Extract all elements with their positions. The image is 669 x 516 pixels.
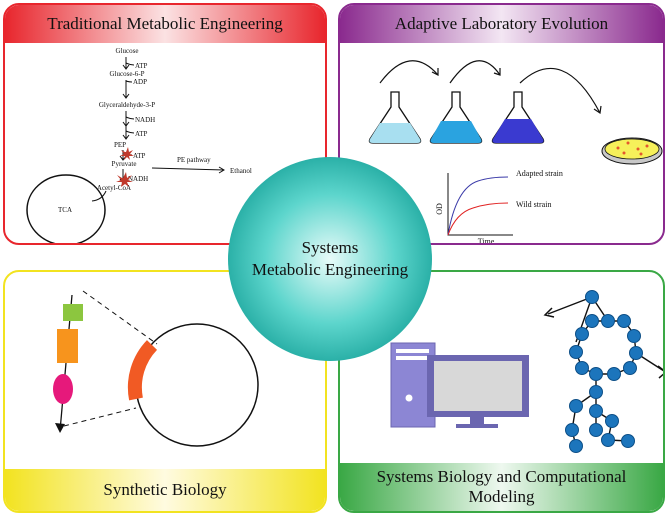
cofactor-adp: ADP	[133, 78, 147, 86]
arrow-head-icon	[493, 68, 501, 76]
cofactor-nadh: NADH	[128, 175, 148, 183]
monitor-stand	[456, 424, 498, 428]
metabolite-glucose-6-p: Glucose-6-P	[110, 70, 145, 78]
arrow-head-icon	[543, 307, 555, 318]
systems-metabolic-engineering-circle: Systems Metabolic Engineering	[228, 157, 432, 361]
cofactor-nadh: NADH	[135, 116, 155, 124]
pe-pathway-label: PE pathway	[177, 156, 211, 164]
metabolite-glyceraldehyde-3-p: Glyceraldehyde-3-P	[99, 101, 155, 109]
arrow-down-icon	[122, 64, 130, 70]
flask-liquid	[369, 123, 421, 143]
transfer-arrow	[449, 60, 501, 84]
cofactor-arrow-icon	[125, 130, 135, 134]
center-title-line1: Systems	[301, 238, 359, 257]
plasmid-circle	[135, 323, 259, 447]
center-title-line2: Metabolic Engineering	[251, 260, 409, 279]
arrow-down-icon	[55, 423, 65, 433]
flask-liquid	[492, 119, 544, 143]
panel-title: Adaptive Laboratory Evolution	[340, 5, 663, 43]
dashed-connector	[63, 407, 137, 427]
computer-icon	[390, 342, 529, 428]
network-nodes	[565, 290, 643, 453]
ale-diagram: OD Time Adapted strain Wild strain	[368, 60, 663, 245]
panel-traditional-metabolic-engineering: Traditional Metabolic Engineering Glucos…	[3, 3, 327, 245]
petri-dish-agar	[604, 138, 660, 160]
legend-adapted-strain: Adapted strain	[516, 169, 563, 178]
panel-systems-biology: Systems Biology and Computational Modeli…	[338, 270, 665, 513]
tca-cycle-circle	[26, 174, 106, 243]
arrow-head-icon	[593, 105, 602, 115]
metabolite-pyruvate: Pyruvate	[112, 160, 137, 168]
systems-biology-diagram	[390, 290, 663, 453]
pe-pathway-arrow	[151, 167, 225, 171]
cofactor-arrow-icon	[125, 62, 135, 66]
arrow-to-tca	[91, 190, 107, 202]
arrow-head-icon	[657, 365, 663, 379]
adapted-strain-curve	[447, 176, 509, 236]
knockout-star-icon	[120, 147, 134, 160]
gene-part-orange	[57, 329, 78, 363]
monitor-screen	[434, 361, 522, 411]
gene-part-green	[63, 304, 83, 321]
product-ethanol: Ethanol	[230, 167, 252, 175]
plasmid-diagram	[53, 290, 259, 447]
dashed-connector	[82, 290, 158, 345]
arrow-down-icon	[122, 134, 130, 140]
x-axis-label: Time	[478, 237, 495, 245]
cofactor-arrow-icon	[125, 116, 135, 120]
y-axis-label: OD	[435, 203, 444, 215]
cofactor-atp: ATP	[135, 62, 148, 70]
transfer-arrow	[379, 60, 439, 84]
gene-part-pink	[53, 374, 73, 404]
tca-cycle-label: TCA	[58, 206, 72, 214]
metabolite-acetyl-coa: Acetyl-CoA	[97, 184, 131, 192]
cofactor-atp: ATP	[135, 130, 148, 138]
metabolite-pep: PEP	[114, 141, 126, 149]
arrow-down-icon	[122, 121, 130, 127]
arrow-head-icon	[431, 68, 439, 76]
legend-wild-strain: Wild strain	[516, 200, 551, 209]
growth-plot-axes	[447, 173, 513, 236]
plasmid-insert	[127, 340, 158, 401]
panel-title: Systems Biology and Computational Modeli…	[340, 463, 663, 511]
knockout-star-icon	[116, 172, 133, 187]
arrow-right-icon	[218, 166, 225, 174]
flask-liquid	[430, 121, 482, 143]
panel-title: Synthetic Biology	[5, 469, 325, 511]
transfer-arrow	[519, 67, 601, 114]
panel-title: Traditional Metabolic Engineering	[5, 5, 325, 43]
cofactor-atp: ATP	[133, 152, 146, 160]
arrow-down-icon	[122, 93, 130, 99]
metabolic-pathway-diagram: Glucose Glucose-6-P Glyceraldehyde-3-P P…	[26, 47, 252, 243]
metabolite-glucose: Glucose	[116, 47, 139, 55]
cofactor-arrow-icon	[125, 80, 133, 83]
wild-strain-curve	[447, 202, 509, 236]
